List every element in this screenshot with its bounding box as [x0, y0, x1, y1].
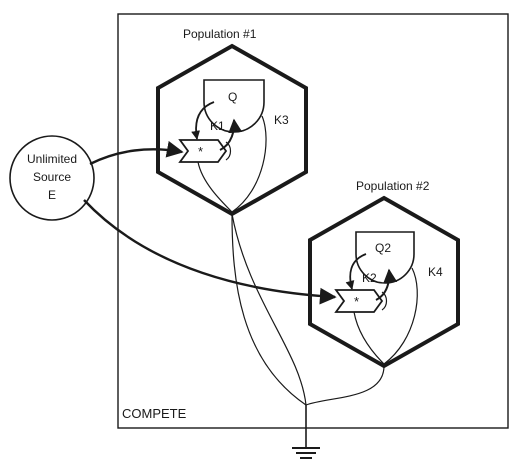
population-1-drain-right	[231, 115, 267, 213]
population-1-multiplier-label: *	[198, 144, 203, 159]
population-2-title: Population #2	[356, 179, 430, 193]
source-flow-to-population-2	[83, 199, 337, 305]
source-label-line-2: Source	[33, 170, 71, 184]
population-2-drain-left	[353, 311, 385, 365]
population-1-title: Population #1	[183, 27, 257, 41]
population-1-heat-flow-secondary	[231, 213, 307, 406]
population-1-heat-flow	[231, 213, 307, 406]
population-2-feedback-flow	[345, 253, 367, 290]
population-1-feedback-flow	[191, 101, 215, 140]
unlimited-source: Unlimited Source E	[9, 135, 95, 221]
source-label-line-1: Unlimited	[27, 152, 77, 166]
population-1-multiplier	[178, 139, 228, 163]
system-frame-label: COMPETE	[122, 406, 187, 421]
system-frame	[117, 13, 509, 429]
ground-icon	[292, 447, 320, 459]
population-2-loop-mark	[381, 291, 388, 311]
population-2-production-flow	[375, 268, 398, 301]
population-1-hexagon	[156, 43, 308, 217]
source-label-line-3: E	[48, 188, 56, 202]
population-2-storage-label: Q2	[375, 241, 391, 255]
population-2-drain-right	[383, 267, 418, 365]
population-1: Population #1 Q * K1 K3	[156, 27, 308, 217]
population-1-production-flow	[219, 118, 243, 151]
population-2: Population #2 Q2 * K2 K4	[308, 179, 460, 369]
population-2-rate-label-a: K2	[362, 271, 377, 285]
population-1-loop-mark	[225, 141, 232, 161]
population-2-rate-label-b: K4	[428, 265, 443, 279]
population-2-hexagon	[308, 195, 460, 369]
population-2-multiplier	[334, 289, 384, 313]
population-2-multiplier-label: *	[354, 294, 359, 309]
population-2-heat-flow	[305, 365, 385, 406]
population-1-rate-label-a: K1	[210, 119, 225, 133]
population-1-drain-left	[197, 161, 233, 213]
population-1-rate-label-b: K3	[274, 113, 289, 127]
source-circle	[9, 135, 95, 221]
population-1-storage-label: Q	[228, 90, 237, 104]
source-flow-to-population-1	[89, 140, 184, 166]
